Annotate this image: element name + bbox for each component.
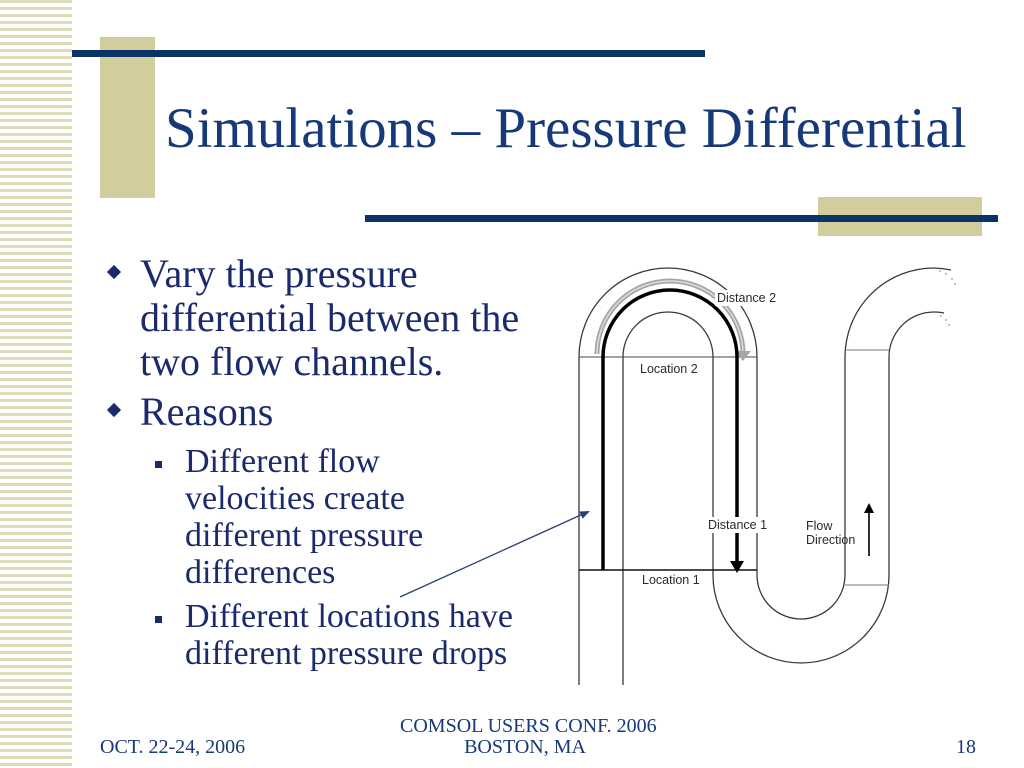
footer-city: BOSTON, MA	[464, 736, 586, 758]
annotation-arrowhead-icon	[579, 511, 590, 519]
bullet-reasons: Reasons	[140, 390, 273, 434]
distance-1-path	[601, 288, 739, 570]
distance-2-label: Distance 2	[717, 291, 776, 305]
bullet-text-line: differential between the	[140, 295, 520, 340]
location-2-label: Location 2	[640, 362, 698, 376]
distance-2-arrow	[594, 278, 746, 355]
distance-1-label: Distance 1	[708, 518, 767, 532]
direction-label: Direction	[806, 533, 855, 547]
sub-bullet-text-line: different pressure	[185, 517, 424, 554]
bullet-text-line: Vary the pressure	[140, 251, 418, 296]
distance-1-label-bg	[705, 517, 770, 533]
bullet-text-line: two flow channels.	[140, 339, 444, 384]
footer-conference: COMSOL USERS CONF. 2006	[400, 715, 657, 737]
sub-bullet-locations: Different locations have different press…	[185, 598, 513, 672]
navy-rule-bottom	[365, 215, 998, 222]
annotation-leader-line	[399, 513, 584, 598]
footer-date: OCT. 22-24, 2006	[100, 736, 246, 758]
sub-bullet-text-line: differences	[185, 554, 336, 591]
slide-title: Simulations – Pressure Differential	[165, 97, 967, 160]
bullet-text-line: Reasons	[140, 389, 274, 434]
distance-2-label-bg	[715, 290, 780, 306]
sub-bullet-flow-velocities: Different flow velocities create differe…	[185, 443, 423, 591]
page-number: 18	[956, 736, 976, 758]
flow-direction-arrowhead-icon	[864, 503, 874, 513]
distance-2-arrowhead	[735, 351, 751, 361]
flow-label: Flow	[806, 519, 833, 533]
square-bullet-icon	[155, 461, 162, 468]
square-bullet-icon	[155, 616, 162, 623]
sub-bullet-text-line: Different locations have	[185, 598, 513, 635]
sub-bullet-text-line: velocities create	[185, 480, 405, 517]
bullet-vary-pressure: Vary the pressure differential between t…	[140, 252, 519, 384]
distance-1-arrowhead	[730, 561, 744, 573]
location-1-label: Location 1	[642, 573, 700, 587]
footer-event: COMSOL USERS CONF. 2006 BOSTON, MA	[400, 715, 657, 758]
diamond-bullet-icon	[106, 402, 122, 418]
navy-rule-top	[72, 50, 705, 57]
diamond-bullet-icon	[106, 264, 122, 280]
distance-2-arrow-highlight	[596, 280, 744, 355]
sub-bullet-text-line: Different flow	[185, 443, 380, 480]
khaki-accent-block-top	[100, 37, 155, 198]
channel-fade-dots	[939, 270, 956, 326]
sub-bullet-text-line: different pressure drops	[185, 635, 508, 672]
left-stripe-pattern	[0, 0, 72, 768]
channel-wall-outer	[578, 267, 952, 685]
channel-wall-inner	[622, 311, 945, 685]
